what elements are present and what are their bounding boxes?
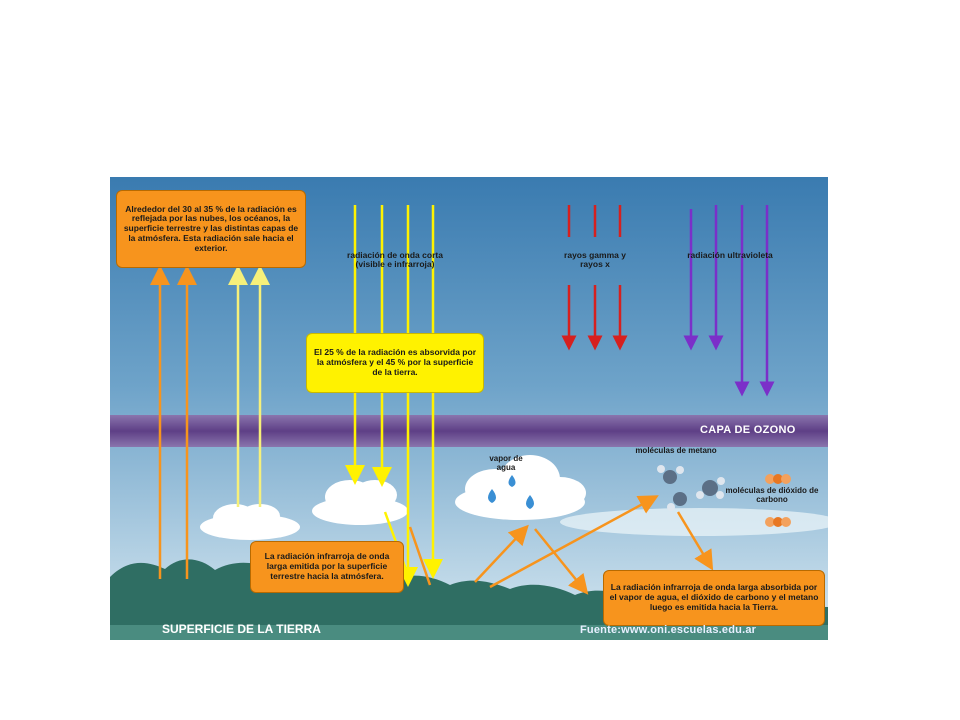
cloud-vapor: [455, 455, 586, 520]
reemitted-infrared-box: La radiación infrarroja de onda larga ab…: [603, 570, 825, 626]
emitted-infrared-box: La radiación infrarroja de onda larga em…: [250, 541, 404, 593]
haze-band: [560, 508, 828, 536]
absorbed-radiation-box: El 25 % de la radiación es absorvida por…: [306, 333, 484, 393]
reflected-radiation-box: Alrededor del 30 al 35 % de la radiación…: [116, 190, 306, 268]
co2-molecules: [765, 474, 791, 527]
short-wave-label: radiación de onda corta (visible e infra…: [347, 250, 443, 270]
water-drops: [488, 475, 534, 509]
reflected-radiation-arrows: [150, 265, 270, 579]
uv-label: radiación ultravioleta: [687, 250, 773, 260]
methane-molecules: [657, 465, 725, 511]
source-credit: Fuente:www.oni.escuelas.edu.ar: [580, 624, 757, 636]
greenhouse-diagram: Alrededor del 30 al 35 % de la radiación…: [110, 177, 828, 640]
ozone-layer: [110, 415, 828, 447]
methane-label: moléculas de metano: [635, 446, 717, 455]
ozone-layer-label: CAPA DE OZONO: [700, 424, 796, 436]
cloud-left: [200, 504, 300, 540]
cloud-center: [312, 480, 408, 525]
ground-strip: [110, 625, 828, 640]
surface-label: SUPERFICIE DE LA TIERRA: [162, 622, 321, 636]
uv-arrows: [683, 205, 775, 397]
gamma-ray-label: rayos gamma y rayos x: [564, 250, 626, 270]
gamma-ray-arrows: [561, 205, 628, 351]
vapor-label: vapor de agua: [489, 454, 523, 472]
diagram-svg: [110, 177, 828, 640]
infrared-arrows: [408, 495, 714, 595]
co2-label: moléculas de dióxido de carbono: [725, 486, 819, 504]
